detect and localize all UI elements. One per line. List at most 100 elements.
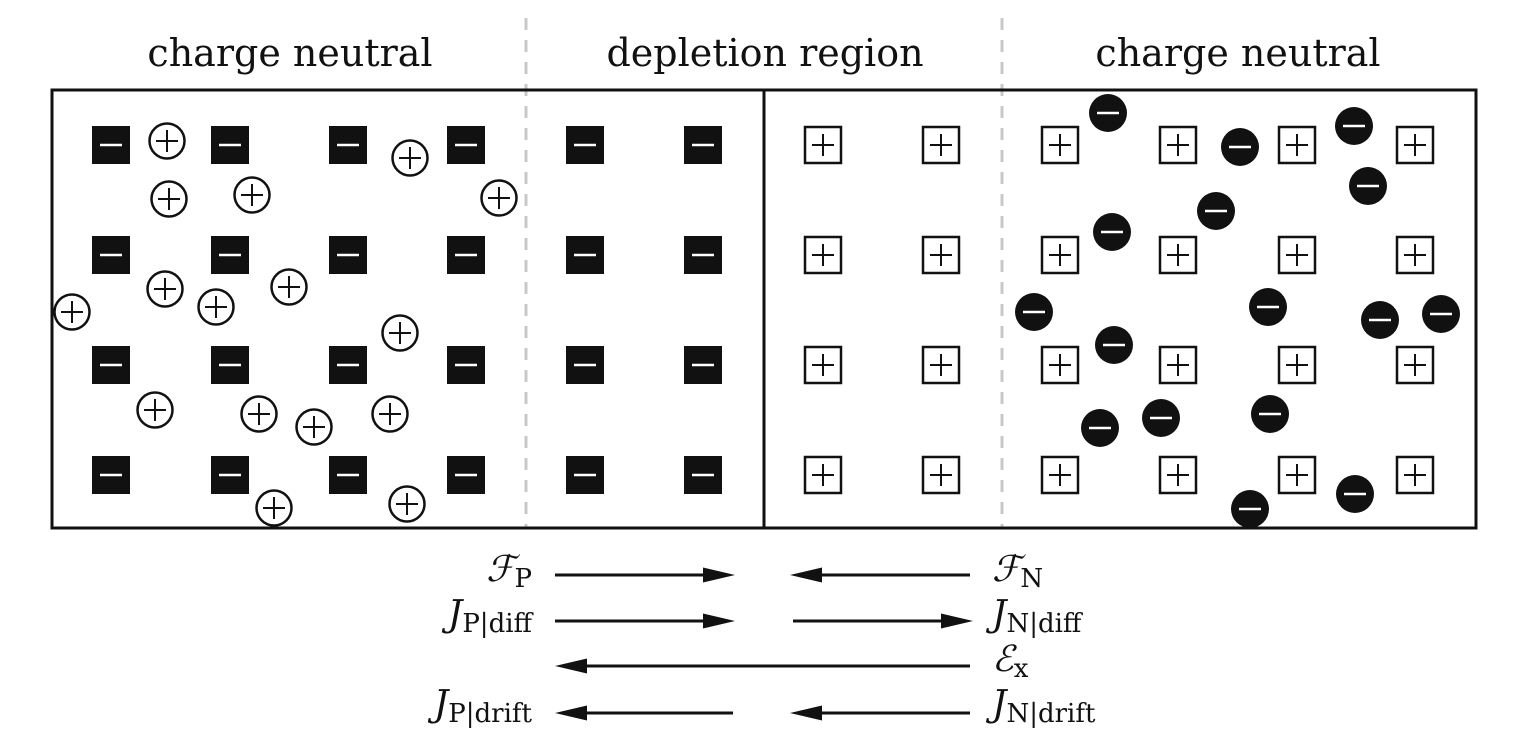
flux-P-arrow xyxy=(555,567,735,583)
hole-icon xyxy=(295,408,333,446)
donor-ion-icon xyxy=(1158,125,1198,165)
right-region-title: charge neutral xyxy=(1095,31,1380,75)
donor-ion-icon xyxy=(803,125,843,165)
hole-icon xyxy=(270,268,308,306)
electron-icon xyxy=(1231,490,1269,528)
acceptor-ion-icon xyxy=(329,346,367,384)
hole-icon xyxy=(371,395,409,433)
acceptor-ion-icon xyxy=(92,346,130,384)
label-JNdiff: JN|diff xyxy=(985,594,1084,639)
hole-icon xyxy=(388,485,426,523)
donor-ion-icon xyxy=(921,455,961,495)
electron-icon xyxy=(1251,395,1289,433)
hole-icon xyxy=(391,139,429,177)
acceptor-ion-icon xyxy=(447,456,485,494)
donor-ion-icon xyxy=(1395,455,1435,495)
acceptor-ion-icon xyxy=(684,126,722,164)
donor-ion-icon xyxy=(1040,455,1080,495)
acceptor-ion-icon xyxy=(566,346,604,384)
label-JPdrift: JP|drift xyxy=(427,684,533,729)
donor-ion-icon xyxy=(921,235,961,275)
depletion-region-title: depletion region xyxy=(606,31,923,75)
acceptor-ion-icon xyxy=(329,236,367,274)
donor-ion-icon xyxy=(1158,455,1198,495)
donor-ion-icon xyxy=(1277,125,1317,165)
acceptor-ion-icon xyxy=(566,236,604,274)
acceptor-ion-icon xyxy=(684,236,722,274)
electron-icon xyxy=(1221,128,1259,166)
flux-N-arrow xyxy=(790,567,970,583)
acceptor-ion-icon xyxy=(92,456,130,494)
hole-icon xyxy=(197,288,235,326)
acceptor-ion-icon xyxy=(211,456,249,494)
acceptor-ion-icon xyxy=(684,346,722,384)
donor-ion-icon xyxy=(1158,345,1198,385)
acceptor-ion-icon xyxy=(211,346,249,384)
hole-icon xyxy=(381,314,419,352)
arrow-layer xyxy=(555,567,973,721)
hole-icon xyxy=(480,179,518,217)
diffusion-current-N-arrow xyxy=(793,613,973,629)
label-FP: ℱP xyxy=(486,549,532,594)
electron-icon xyxy=(1422,295,1460,333)
drift-current-N-arrow xyxy=(790,705,970,721)
diffusion-current-P-arrow xyxy=(555,613,735,629)
hole-icon xyxy=(233,176,271,214)
donor-ion-icon xyxy=(1395,235,1435,275)
donor-ion-icon xyxy=(803,345,843,385)
electron-icon xyxy=(1095,326,1133,364)
hole-icon xyxy=(148,122,186,160)
drift-current-P-arrow xyxy=(555,705,733,721)
electron-icon xyxy=(1197,192,1235,230)
label-JPdiff: JP|diff xyxy=(441,594,535,639)
acceptor-ion-icon xyxy=(329,126,367,164)
hole-icon xyxy=(150,180,188,218)
electron-icon xyxy=(1361,301,1399,339)
acceptor-ion-icon xyxy=(211,236,249,274)
electron-icon xyxy=(1089,94,1127,132)
acceptor-ion-icon xyxy=(447,236,485,274)
acceptor-ion-icon xyxy=(329,456,367,494)
hole-icon xyxy=(136,391,174,429)
donor-ion-icon xyxy=(921,125,961,165)
acceptor-ion-icon xyxy=(684,456,722,494)
hole-icon xyxy=(53,293,91,331)
donor-ion-icon xyxy=(1395,345,1435,385)
electron-icon xyxy=(1142,399,1180,437)
acceptor-ion-icon xyxy=(566,456,604,494)
donor-ion-icon xyxy=(1040,125,1080,165)
left-region-title: charge neutral xyxy=(147,31,432,75)
acceptor-ion-icon xyxy=(92,236,130,274)
donor-ion-icon xyxy=(803,455,843,495)
acceptor-ion-icon xyxy=(447,346,485,384)
label-Ex: ℰx xyxy=(992,639,1029,684)
donor-ion-icon xyxy=(1158,235,1198,275)
label-FN: ℱN xyxy=(992,549,1043,594)
donor-ion-icon xyxy=(921,345,961,385)
donor-ion-icon xyxy=(1040,235,1080,275)
donor-ion-icon xyxy=(803,235,843,275)
donor-ion-icon xyxy=(1277,235,1317,275)
acceptor-ion-icon xyxy=(92,126,130,164)
donor-ion-icon xyxy=(1395,125,1435,165)
hole-icon xyxy=(146,270,184,308)
hole-icon xyxy=(255,489,293,527)
electron-icon xyxy=(1349,167,1387,205)
acceptor-ion-icon xyxy=(566,126,604,164)
donor-ion-icon xyxy=(1277,455,1317,495)
electron-icon xyxy=(1336,475,1374,513)
charge-layer xyxy=(53,94,1460,528)
electron-icon xyxy=(1015,293,1053,331)
hole-icon xyxy=(240,395,278,433)
acceptor-ion-icon xyxy=(211,126,249,164)
acceptor-ion-icon xyxy=(447,126,485,164)
label-JNdrift: JN|drift xyxy=(985,684,1096,729)
electron-icon xyxy=(1335,107,1373,145)
electron-icon xyxy=(1081,409,1119,447)
electron-icon xyxy=(1093,213,1131,251)
electron-icon xyxy=(1249,288,1287,326)
donor-ion-icon xyxy=(1277,345,1317,385)
donor-ion-icon xyxy=(1040,345,1080,385)
electric-field-arrow xyxy=(555,658,970,674)
